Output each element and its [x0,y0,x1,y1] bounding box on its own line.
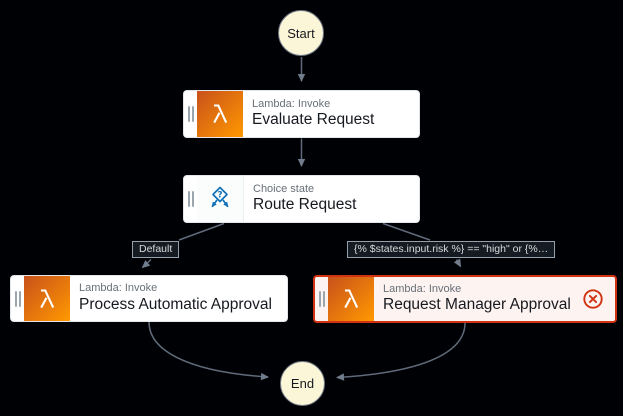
start-label: Start [287,25,315,41]
svg-text:?: ? [217,191,222,201]
end-node: End [280,361,325,406]
state-title: Route Request [253,196,357,214]
state-process-automatic-approval[interactable]: Lambda: Invoke Process Automatic Approva… [10,275,288,322]
state-title: Request Manager Approval [383,296,571,314]
lambda-icon [328,277,374,321]
drag-handle-icon[interactable] [184,176,197,222]
state-type-label: Lambda: Invoke [383,282,462,295]
edge-route-to-default-label [178,222,225,241]
state-request-manager-approval[interactable]: Lambda: Invoke Request Manager Approval [313,275,617,323]
drag-handle-icon[interactable] [184,91,197,137]
state-title: Evaluate Request [252,111,375,129]
edge-label-condition: {% $states.input.risk %} == "high" or {%… [347,241,556,258]
edge-route-to-condition-label [382,222,431,241]
state-title: Process Automatic Approval [79,295,272,313]
state-type-label: Lambda: Invoke [79,282,158,295]
start-node: Start [278,10,324,56]
error-icon [582,288,604,310]
edge-auto-to-end [148,321,269,381]
state-route-request[interactable]: ? Choice state Route Request [183,175,420,223]
end-label: End [290,376,315,391]
state-type-label: Choice state [253,182,315,195]
drag-handle-icon[interactable] [315,277,328,321]
state-type-label: Lambda: Invoke [252,97,331,110]
edge-label-default: Default [132,241,180,258]
state-evaluate-request[interactable]: Lambda: Invoke Evaluate Request [183,90,420,138]
edge-manager-to-end [336,322,466,381]
choice-icon: ? [197,176,244,222]
lambda-icon [197,91,243,137]
edge-condition-label-to-manager [453,258,462,268]
edge-default-label-to-auto [141,258,152,269]
lambda-icon [24,276,70,321]
drag-handle-icon[interactable] [11,276,24,321]
